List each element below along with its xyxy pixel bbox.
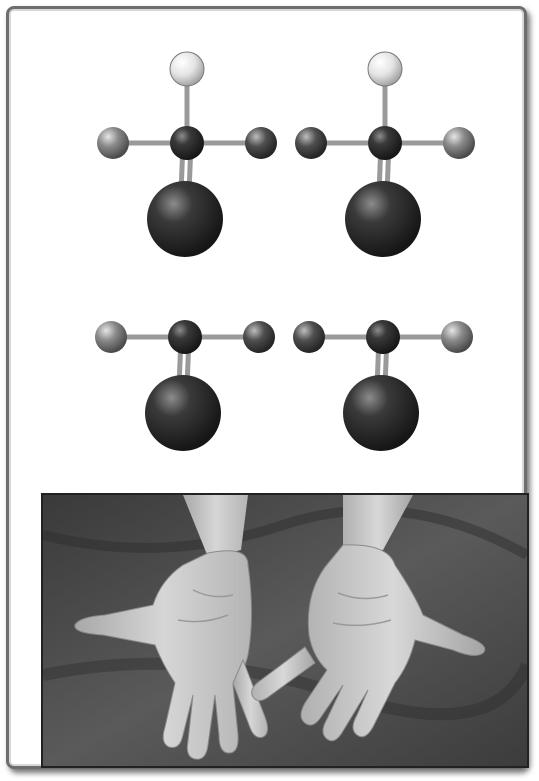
medium-gray-atom [441, 321, 473, 353]
large-atom [345, 181, 421, 257]
medium-gray-atom [97, 127, 129, 159]
light-atom [368, 52, 402, 86]
dark-gray-atom [245, 127, 277, 159]
mol-top-right [295, 52, 475, 257]
carbon-atom [366, 320, 400, 354]
figure-frame [6, 6, 527, 769]
mol-top-left [97, 52, 277, 257]
light-atom [170, 52, 204, 86]
large-atom [343, 375, 419, 451]
medium-gray-atom [95, 321, 127, 353]
carbon-atom [368, 126, 402, 160]
large-atom [147, 181, 223, 257]
dark-gray-atom [295, 127, 327, 159]
carbon-atom [168, 320, 202, 354]
mol-bottom-right [293, 320, 473, 451]
molecule-diagram [39, 39, 529, 479]
mol-bottom-left [95, 320, 275, 451]
medium-gray-atom [443, 127, 475, 159]
dark-gray-atom [293, 321, 325, 353]
hands-photograph [41, 493, 529, 768]
dark-gray-atom [243, 321, 275, 353]
carbon-atom [170, 126, 204, 160]
large-atom [145, 375, 221, 451]
hands-image [43, 495, 527, 766]
molecule-models-panel [39, 39, 529, 479]
